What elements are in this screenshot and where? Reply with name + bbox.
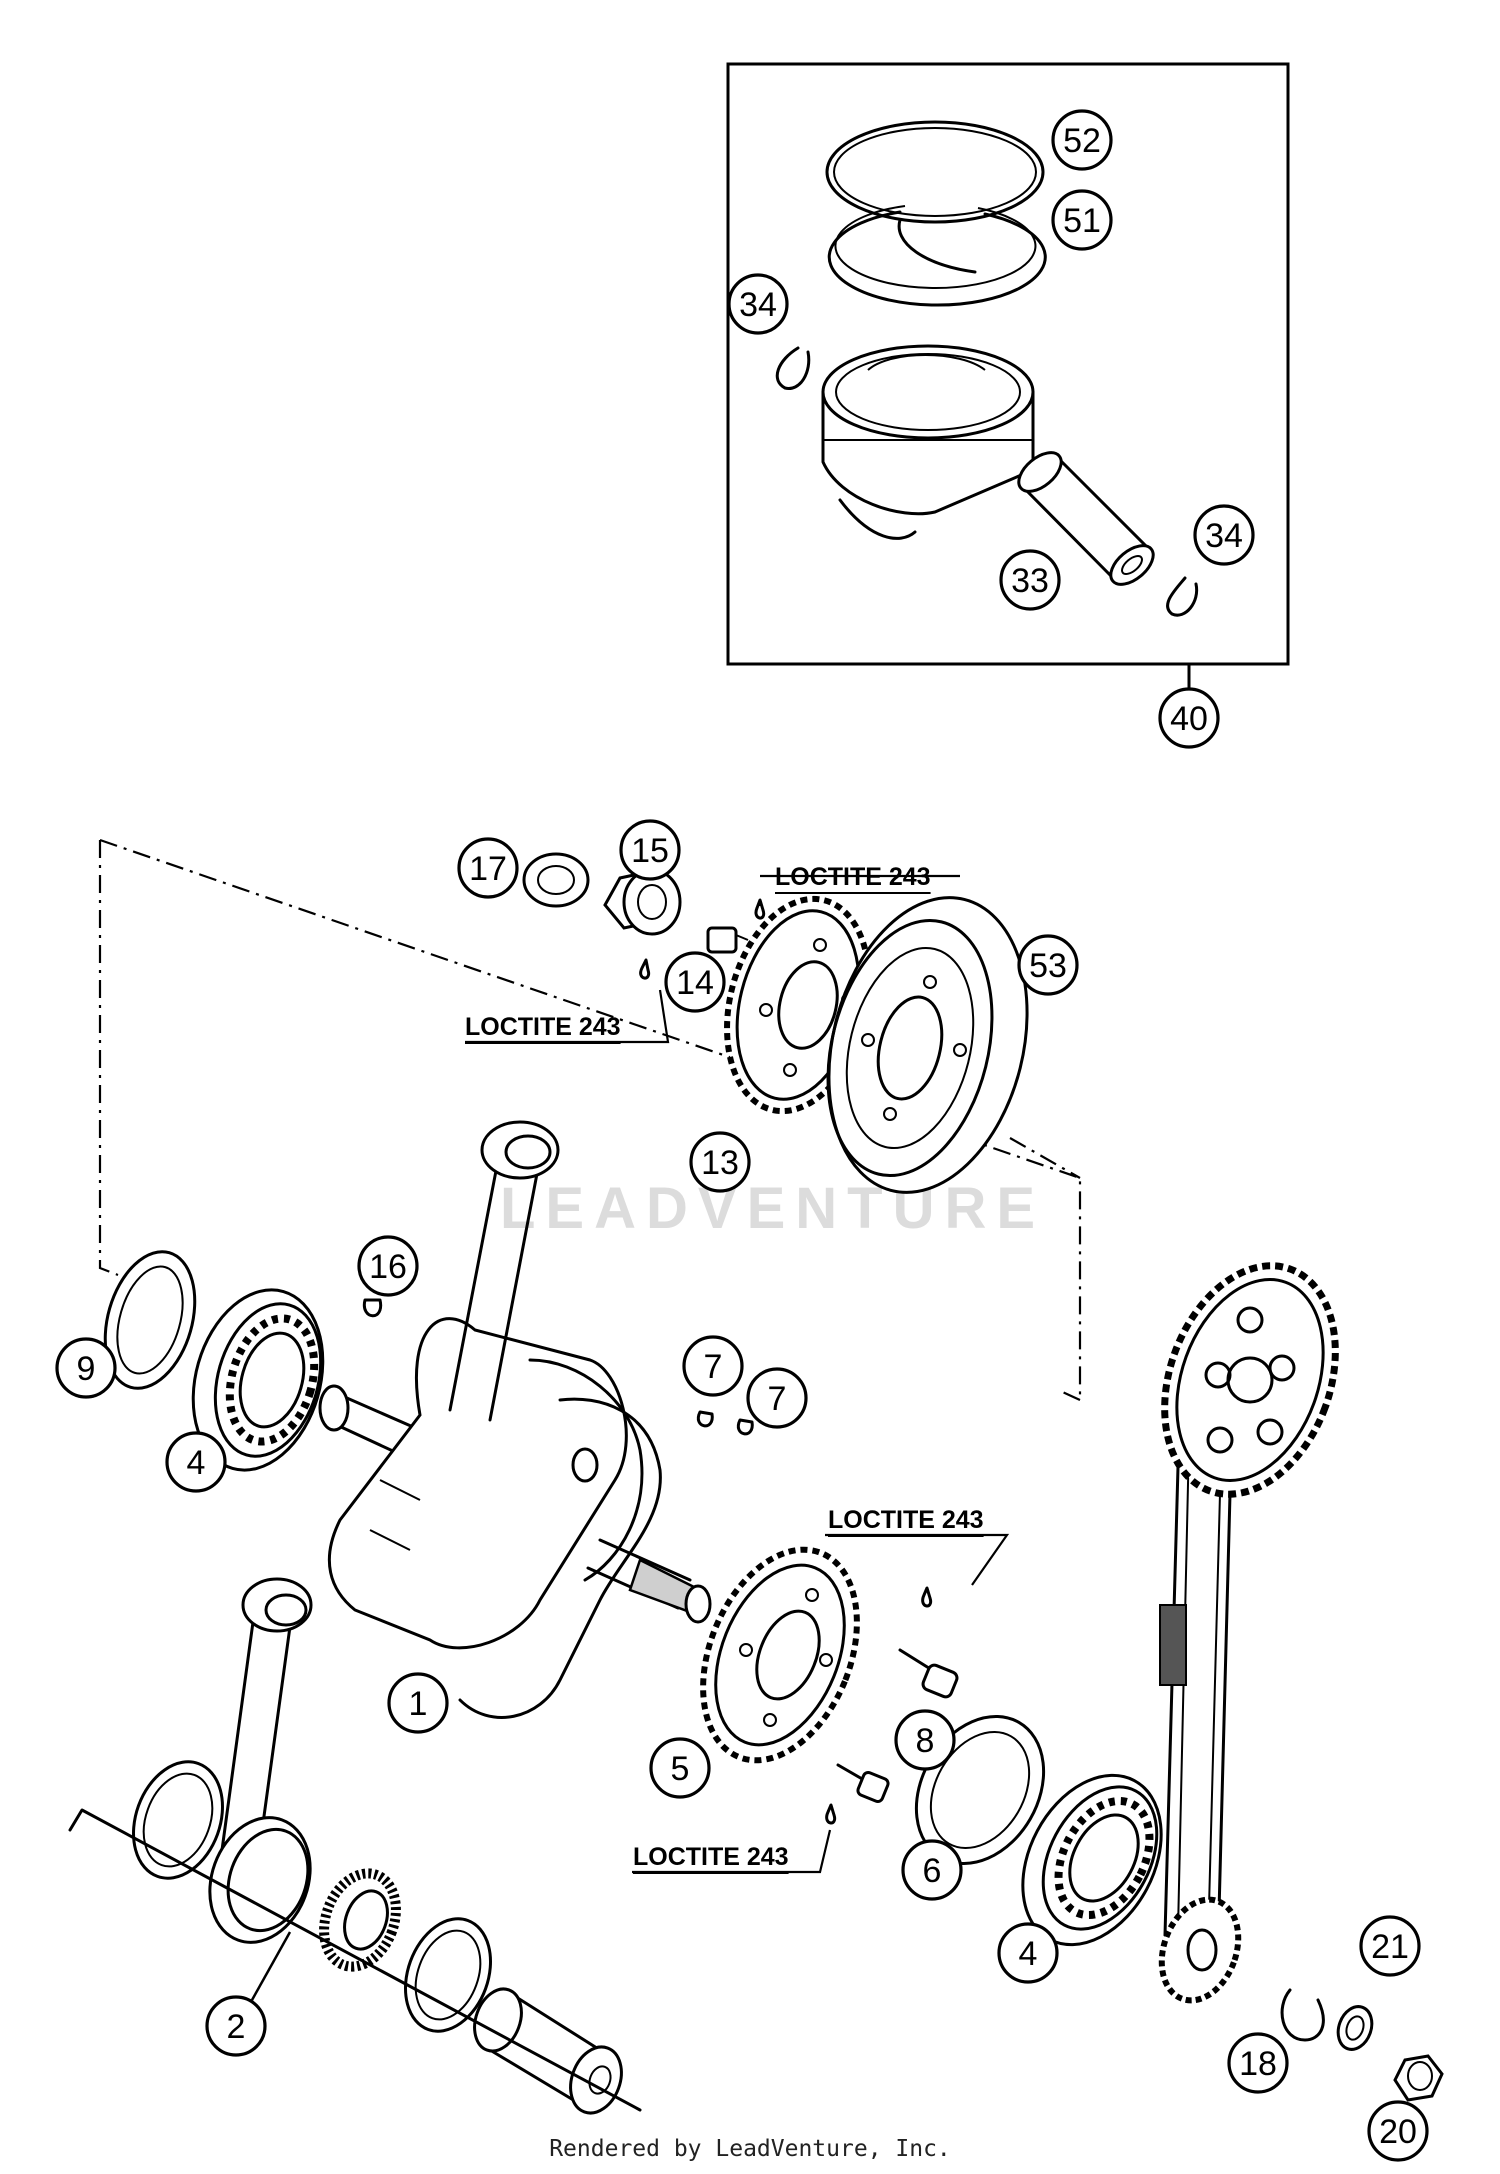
balancer-weight-53 (826, 896, 1029, 1194)
loctite-drop-mid (921, 1586, 933, 1608)
oil-seal-9 (103, 1250, 197, 1390)
svg-text:4: 4 (1019, 1935, 1038, 1973)
svg-text:34: 34 (1205, 517, 1243, 555)
callout-8: 8 (894, 1709, 956, 1771)
svg-text:53: 53 (1029, 947, 1067, 985)
crank-gear-5 (700, 1546, 860, 1764)
piston (821, 344, 1035, 540)
footer-credit: Rendered by LeadVenture, Inc. (549, 2136, 951, 2162)
svg-text:4: 4 (187, 1444, 206, 1482)
svg-text:33: 33 (1011, 562, 1049, 600)
woodruff-key-7b (736, 1418, 754, 1436)
loctite-drop-low (825, 1803, 837, 1825)
connecting-rod (448, 1120, 560, 1422)
callout-6: 6 (901, 1839, 963, 1901)
conrod-kit-leader (250, 1931, 292, 2001)
piston-ring-upper (825, 120, 1045, 224)
callout-20: 20 (1367, 2100, 1429, 2162)
piston-pin (1017, 451, 1155, 586)
callout-4-right: 4 (997, 1922, 1059, 1984)
nut-15 (603, 868, 682, 936)
callout-17: 17 (457, 837, 519, 899)
callout-53: 53 (1017, 934, 1079, 996)
callout-51: 51 (1051, 189, 1113, 251)
loctite-note-top: LOCTITE 243 (775, 863, 931, 891)
bolt-8-upper (898, 1648, 959, 1699)
circlip-right (1166, 576, 1199, 617)
svg-text:2: 2 (227, 2008, 246, 2046)
callout-16: 16 (357, 1235, 419, 1297)
loctite-note-low: LOCTITE 243 (633, 1843, 789, 1871)
svg-text:16: 16 (369, 1248, 407, 1286)
assembly-lines (98, 838, 1082, 1402)
woodruff-key-16 (362, 1298, 383, 1318)
bolt-8-lower (836, 1763, 890, 1803)
callout-33: 33 (999, 549, 1061, 611)
main-bearing-right-4 (1021, 1773, 1163, 1947)
svg-text:17: 17 (469, 850, 507, 888)
watermark-text: LEADVENTURE (500, 1176, 1045, 1241)
callout-40: 40 (1158, 687, 1220, 749)
piston-kit-box (726, 62, 1290, 666)
callout-18: 18 (1227, 2032, 1289, 2094)
washer-21 (1336, 2005, 1374, 2051)
callout-13: 13 (689, 1131, 751, 1193)
callout-34-right: 34 (1193, 504, 1255, 566)
crank-pin (473, 1987, 623, 2115)
nut-20 (1393, 2054, 1444, 2102)
woodruff-key-7a (696, 1410, 714, 1428)
camshaft-sprocket (1161, 1262, 1339, 1498)
svg-text:40: 40 (1170, 700, 1208, 738)
callout-21: 21 (1359, 1915, 1421, 1977)
needle-bearing (319, 1868, 401, 1972)
conrod-kit-group (68, 1577, 642, 2115)
crankshaft-1 (318, 1317, 712, 1719)
svg-text:7: 7 (768, 1380, 787, 1418)
callout-4-left: 4 (165, 1431, 227, 1493)
piston-ring-lower (827, 205, 1047, 307)
callout-14: 14 (664, 951, 726, 1013)
bolt-14 (706, 926, 749, 954)
conrod-kit-bracket (68, 1808, 642, 2112)
callout-52: 52 (1051, 109, 1113, 171)
crank-sprocket (1158, 1896, 1242, 2004)
loctite-note-mid: LOCTITE 243 (828, 1506, 984, 1534)
loctite-drop-top (754, 898, 766, 920)
svg-text:8: 8 (916, 1722, 935, 1760)
thrust-washer-right (403, 1917, 493, 2033)
piston-kit-group (726, 62, 1290, 690)
circlip-left (775, 346, 811, 390)
loctite-drop-left (639, 958, 651, 980)
loctite-note-left: LOCTITE 243 (465, 1013, 621, 1041)
conrod-kit-rod (208, 1577, 313, 1944)
svg-text:1: 1 (409, 1685, 428, 1723)
svg-text:21: 21 (1371, 1928, 1409, 1966)
svg-text:7: 7 (704, 1348, 723, 1386)
callout-7-left: 7 (682, 1335, 744, 1397)
callout-1: 1 (387, 1672, 449, 1734)
callout-2: 2 (205, 1995, 267, 2057)
svg-text:5: 5 (671, 1750, 690, 1788)
svg-text:6: 6 (923, 1852, 942, 1890)
callout-15: 15 (619, 819, 681, 881)
circlip-18 (1280, 1988, 1325, 2042)
svg-text:14: 14 (676, 964, 714, 1002)
callout-9: 9 (55, 1337, 117, 1399)
bearing-small-17 (522, 852, 590, 908)
svg-text:13: 13 (701, 1144, 739, 1182)
timing-chain (1159, 1393, 1234, 1952)
callout-5: 5 (649, 1737, 711, 1799)
svg-text:15: 15 (631, 832, 669, 870)
callout-7-right: 7 (746, 1367, 808, 1429)
svg-text:20: 20 (1379, 2113, 1417, 2151)
svg-text:51: 51 (1063, 202, 1101, 240)
main-bearing-left-4 (191, 1288, 325, 1472)
svg-text:52: 52 (1063, 122, 1101, 160)
callout-34-left: 34 (727, 273, 789, 335)
svg-text:34: 34 (739, 286, 777, 324)
svg-text:18: 18 (1239, 2045, 1277, 2083)
svg-text:9: 9 (77, 1350, 96, 1388)
